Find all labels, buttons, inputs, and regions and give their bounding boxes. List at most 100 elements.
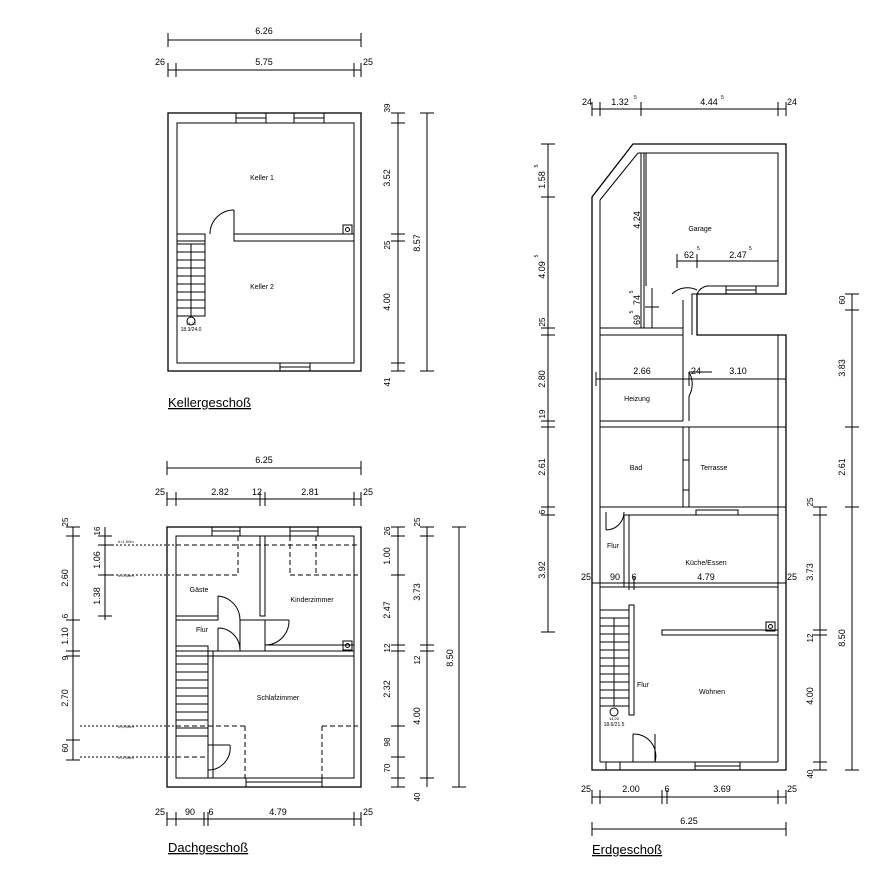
eg-labels: 24 1.32 5 4.44 5 24 Garage Heizung Bad T… — [534, 95, 847, 857]
dim-label: 98 — [383, 737, 392, 746]
dim-label: 26 — [155, 57, 165, 67]
dim-label: 2.32 — [382, 680, 392, 698]
dim-label: 8.50 — [837, 629, 847, 647]
dim-label: 3.92 — [537, 561, 547, 579]
dg-stairs — [175, 655, 209, 737]
room-label: Flur — [607, 543, 620, 550]
dim-label: 1.00 — [382, 547, 392, 565]
kg-inner-wall — [176, 122, 355, 364]
dim-label: 41 — [383, 377, 392, 386]
kg-stairs — [176, 233, 206, 326]
dim-label: 3.69 — [713, 784, 731, 794]
dim-label: 25 — [787, 784, 797, 794]
dim-label: 1.38 — [92, 587, 102, 605]
dim-label: 8.50 — [445, 649, 455, 667]
dim-label: 2.82 — [211, 487, 229, 497]
dim-label: 40 — [413, 792, 422, 801]
dim-label: 60 — [61, 743, 70, 752]
room-label: Garage — [688, 226, 711, 233]
dim-label: 24 — [787, 97, 797, 107]
door — [605, 511, 625, 531]
dim-label: 24 — [691, 366, 701, 376]
dim-label: 70 — [383, 763, 392, 772]
door — [217, 627, 241, 652]
room-label: Bad — [630, 465, 643, 472]
kg-partition-wall — [233, 233, 355, 242]
dim-label: 3.73 — [805, 563, 815, 581]
dim-label-superscript: 5 — [697, 246, 700, 252]
dim-label: 25 — [806, 497, 815, 506]
height-label: h=1,00m — [118, 539, 134, 544]
dim-label: 25 — [363, 57, 373, 67]
dim-label: 6 — [631, 572, 636, 582]
dim-label: 25 — [581, 572, 591, 582]
dim-label: 62 — [684, 250, 694, 260]
dim-label: 3.10 — [729, 366, 747, 376]
dim-label: 25 — [363, 807, 373, 817]
dim-label: 3.83 — [837, 359, 847, 377]
dim-label: 25 — [61, 517, 70, 526]
dim-label: 6 — [538, 509, 547, 514]
dim-label-superscript: 5 — [629, 290, 635, 293]
door — [688, 371, 712, 397]
dim-label: 74 — [632, 295, 642, 305]
dim-label: 16 — [93, 526, 102, 535]
dim-label: 4.79 — [269, 807, 287, 817]
dim-label: 2.80 — [537, 370, 547, 388]
dim-label: 12 — [252, 487, 262, 497]
dg-labels: 6.25 25 2.82 12 2.81 25 Gäste Kinderzimm… — [60, 455, 455, 855]
dim-label: 25 — [787, 572, 797, 582]
stair-label: 18.6/21.5 — [604, 722, 625, 728]
height-label: h=0,00m — [118, 724, 134, 729]
dim-label: 6 — [664, 784, 669, 794]
kellergeschoss-plan — [167, 33, 434, 372]
dim-label: 4.44 — [700, 97, 718, 107]
dim-label: 90 — [185, 807, 195, 817]
room-label: Flur — [637, 682, 650, 689]
dim-label: 6 — [61, 613, 70, 618]
dim-label: 60 — [838, 295, 847, 304]
room-label: Terrasse — [701, 465, 728, 472]
stair-label: 18.3/24.0 — [181, 327, 202, 333]
dim-label: 25 — [581, 784, 591, 794]
dim-label: 12 — [806, 633, 815, 642]
eg-outer-wall — [591, 143, 787, 771]
room-label: Küche/Essen — [685, 560, 726, 567]
dim-label: 4.09 — [537, 261, 547, 279]
dim-label: 4.79 — [697, 572, 715, 582]
dim-label: 6.26 — [255, 26, 273, 36]
dim-label: 1.06 — [92, 551, 102, 569]
dim-label: 2.66 — [633, 366, 651, 376]
roof-lines — [176, 536, 358, 778]
room-label: Gäste — [190, 587, 209, 594]
dim-label: 40 — [806, 769, 815, 778]
dim-label: 4.00 — [382, 293, 392, 311]
dim-label: 2.47 — [382, 601, 392, 619]
dim-label: 9 — [61, 655, 70, 660]
dim-label: 1.32 — [611, 97, 629, 107]
dim-label: 26 — [383, 526, 392, 535]
height-label: h=1,00m — [118, 755, 134, 760]
kg-labels: 6.26 26 5.75 25 Keller 1 Keller 2 14,20 … — [155, 26, 422, 410]
title-kellergeschoss: Kellergeschoß — [168, 395, 251, 410]
dim-label: 2.60 — [60, 569, 70, 587]
dim-label: 24 — [582, 97, 592, 107]
dim-label: 3.52 — [382, 169, 392, 187]
dim-label: 4.24 — [632, 211, 642, 229]
dim-label: 25 — [413, 517, 422, 526]
dim-label-superscript: 5 — [629, 310, 635, 313]
dim-label: 1.58 — [537, 171, 547, 189]
stair-label: 14,20 — [609, 716, 620, 721]
dachgeschoss-plan — [66, 461, 466, 826]
dim-label-superscript: 5 — [534, 254, 540, 257]
dim-label: 6.25 — [680, 816, 698, 826]
door — [632, 733, 657, 763]
window — [682, 459, 690, 491]
dim-label-superscript: 5 — [721, 95, 724, 101]
door — [671, 287, 698, 295]
room-label: Schlafzimmer — [257, 695, 300, 702]
height-label: h=0,00m — [118, 573, 134, 578]
dim-label: 2.61 — [537, 458, 547, 476]
title-erdgeschoss: Erdgeschoß — [592, 842, 662, 857]
dg-outer-wall — [166, 526, 362, 788]
